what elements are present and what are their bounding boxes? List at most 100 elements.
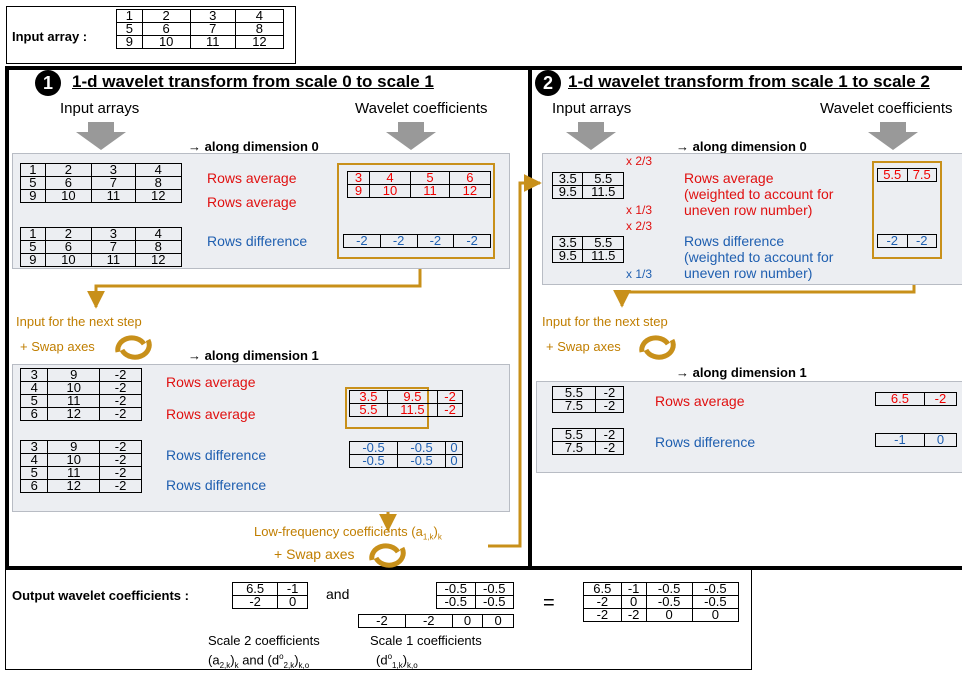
table-cell: -2: [594, 428, 625, 442]
table-cell: 7.5: [552, 399, 596, 413]
table-cell: 6: [19, 479, 49, 493]
s1-dim0-coef-box: [337, 163, 495, 259]
table-cell: -2: [379, 234, 418, 248]
table-cell: -2: [231, 595, 279, 609]
input-array-label: Input array :: [12, 29, 88, 44]
table-cell: 11: [91, 189, 136, 203]
table-cell: 9.5: [551, 185, 584, 199]
table-cell: -0.5: [436, 582, 476, 596]
table-cell: 0: [451, 614, 484, 628]
table-cell: -0.5: [348, 441, 399, 455]
section2-title: 1-d wavelet transform from scale 1 to sc…: [568, 72, 930, 91]
table-cell: -0.5: [397, 454, 447, 468]
table-cell: 10: [47, 453, 101, 467]
table-cell: 9: [347, 184, 370, 198]
s2-rows-difference-weighted: Rows difference (weighted to account for…: [684, 233, 834, 281]
table-row: -0.5-0.5: [436, 595, 514, 609]
table-cell: 10: [44, 189, 93, 203]
table-cell: 12: [47, 479, 101, 493]
s2-swap-axes: + Swap axes: [546, 339, 621, 354]
table-cell: 0: [645, 608, 693, 622]
table-cell: 5.5: [582, 236, 624, 250]
table-cell: -0.5: [436, 595, 476, 609]
table-row: -2-2-2-2: [343, 234, 491, 248]
output-scale1-caption: Scale 1 coefficients (do1,k)k,o: [370, 633, 482, 670]
table-cell: -2: [453, 234, 491, 248]
table-cell: -0.5: [474, 595, 514, 609]
swap-axes-icon-3b: [643, 338, 676, 360]
table-cell: -2: [620, 608, 647, 622]
s2-dim1-rows-difference: Rows difference: [655, 434, 756, 450]
table-cell: 0: [691, 608, 740, 622]
table-cell: -2: [877, 234, 908, 248]
table-cell: -2: [358, 614, 406, 628]
s1-along-dim0: → along dimension 0: [188, 139, 319, 154]
swap-axes-icon-2b: [373, 546, 406, 568]
table-cell: -0.5: [691, 595, 740, 609]
table-cell: -2: [404, 614, 453, 628]
swap-axes-icon-2a: [369, 543, 401, 561]
table-cell: 0: [923, 433, 958, 447]
section1-input-arrays-label: Input arrays: [60, 100, 140, 117]
table-cell: -2: [583, 608, 622, 622]
table-cell: 11.5: [582, 249, 624, 263]
table-cell: -2: [923, 392, 958, 406]
section2-number-badge: 2: [535, 70, 561, 96]
table-cell: 6.5: [875, 392, 925, 406]
output-and: and: [326, 586, 350, 602]
s1-dim1-rows-difference-1: Rows difference: [166, 447, 267, 463]
table-cell: 3.5: [349, 390, 388, 404]
s2-dim0-diff-coefs: -2-2: [877, 234, 937, 248]
section1-title: 1-d wavelet transform from scale 0 to sc…: [72, 72, 434, 91]
input-array-box: [6, 6, 296, 64]
s1-dim0-diff-coefs: -2-2-2-2: [343, 234, 491, 248]
table-cell: 11: [91, 253, 136, 267]
section2-input-arrays-label: Input arrays: [552, 100, 632, 117]
table-cell: -0.5: [645, 595, 693, 609]
table-cell: 10: [141, 35, 191, 49]
output-scale2-caption: Scale 2 coefficients (a2,k)k and (do2,k)…: [208, 633, 320, 670]
table-cell: 0: [445, 454, 463, 468]
table-cell: 9: [20, 189, 46, 203]
table-cell: -2: [99, 407, 142, 421]
s1-rows-average-1: Rows average: [207, 170, 297, 186]
table-cell: 0: [277, 595, 308, 609]
swap-axes-icon-1a: [115, 335, 147, 353]
s2-dim1-avg-coefs: 6.5-2: [875, 392, 958, 406]
section1-wavelet-coefficients-label: Wavelet coefficients: [355, 100, 488, 117]
table-cell: 12: [234, 35, 285, 49]
table-cell: 9.5: [551, 249, 584, 263]
table-cell: -2: [416, 234, 455, 248]
output-label: Output wavelet coefficients :: [12, 588, 189, 603]
s1-along-dim1: → along dimension 1: [188, 348, 319, 363]
swap-axes-icon-3a: [639, 335, 671, 353]
main-frame: [5, 66, 962, 570]
s1-low-freq-label: Low-frequency coefficients (a1,k)k: [254, 524, 442, 542]
